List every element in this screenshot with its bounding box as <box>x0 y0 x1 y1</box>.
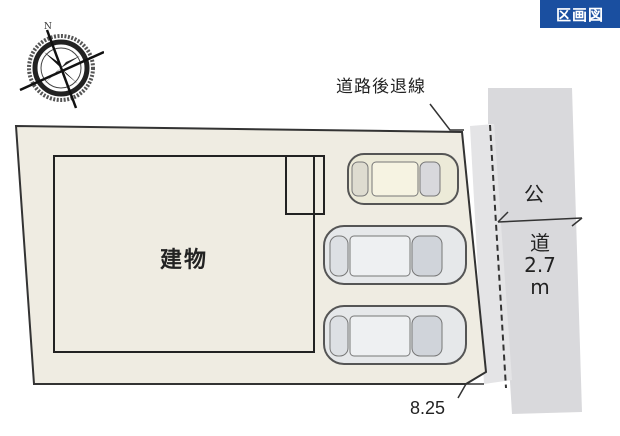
parked-car-small <box>347 153 459 205</box>
road-width-label: 道 2.7 m <box>522 232 558 298</box>
building-footprint <box>53 155 315 353</box>
setback-line-label: 道路後退線 <box>336 77 426 97</box>
road-label-public: 公 <box>524 182 544 206</box>
parked-car-suv <box>323 225 467 285</box>
diagram-type-badge: 区画図 <box>540 0 620 28</box>
parked-car-suv <box>323 305 467 365</box>
road-label-road: 道 <box>530 231 550 255</box>
building-label: 建物 <box>160 248 209 273</box>
public-road <box>488 88 582 414</box>
compass-rose-icon: N <box>19 22 104 109</box>
entrance-porch <box>285 155 325 215</box>
setback-line <box>489 124 507 389</box>
frontage-dimension: 8.25 <box>410 398 446 418</box>
road-width-unit: m <box>530 275 550 299</box>
road-width-dimension <box>497 217 583 223</box>
road-width-value: 2.7 <box>524 253 556 277</box>
north-label: N <box>44 22 52 32</box>
